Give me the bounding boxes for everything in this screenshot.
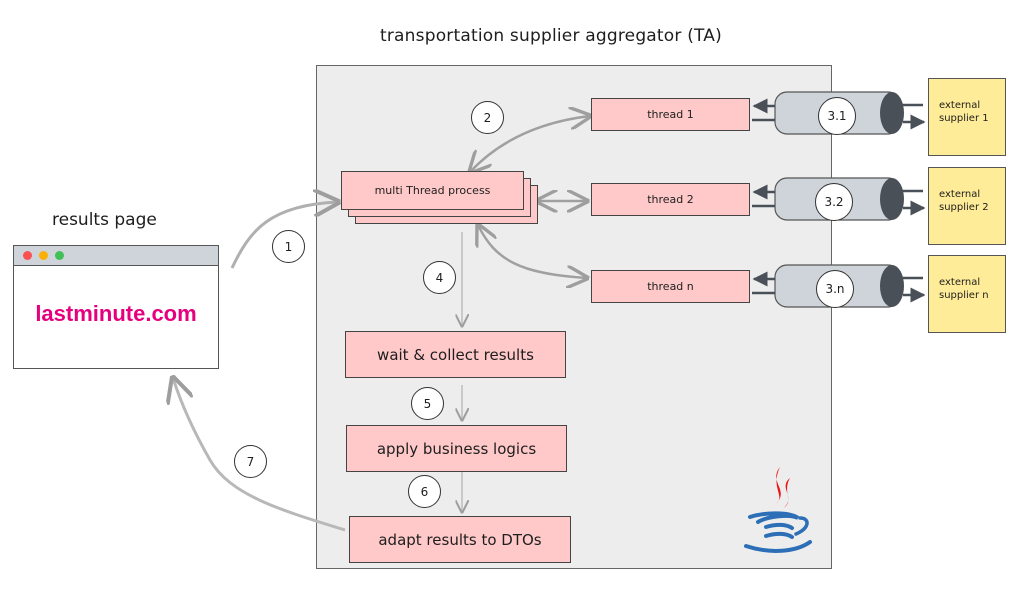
external-supplier-1: external supplier 1 <box>928 78 1006 156</box>
browser-window: lastminute.com <box>13 245 219 369</box>
diagram-title: transportation supplier aggregator (TA) <box>380 26 722 46</box>
external-supplier-2: external supplier 2 <box>928 167 1006 245</box>
browser-title-bar <box>14 246 218 266</box>
arrow-step-1 <box>230 202 338 269</box>
thread-box-n: thread n <box>591 270 750 303</box>
marker-step-2: 2 <box>471 101 504 134</box>
brand-logo-text: lastminute.com <box>35 301 197 326</box>
minimize-dot-icon <box>39 251 48 260</box>
marker-step-1: 1 <box>272 230 305 263</box>
marker-step-4: 4 <box>423 261 456 294</box>
supplier-line1: external <box>939 100 981 111</box>
ta-container <box>316 65 832 569</box>
results-page-label: results page <box>52 210 157 230</box>
supplier-line1: external <box>939 189 981 200</box>
java-logo-icon <box>744 467 812 553</box>
marker-3-2: 3.2 <box>815 183 853 221</box>
supplier-line2: supplier n <box>939 290 989 301</box>
arrow-thread-1 <box>470 116 590 172</box>
thread-box-2: thread 2 <box>591 183 750 216</box>
multi-thread-process-box: multi Thread process <box>341 171 524 210</box>
thread-box-1: thread 1 <box>591 98 750 131</box>
wait-collect-box: wait & collect results <box>345 331 566 378</box>
external-supplier-n: external supplier n <box>928 255 1006 333</box>
arrow-thread-n <box>478 225 587 278</box>
marker-3-1: 3.1 <box>818 97 856 135</box>
maximize-dot-icon <box>55 251 64 260</box>
business-logic-box: apply business logics <box>346 425 567 472</box>
marker-step-6: 6 <box>408 475 441 508</box>
close-dot-icon <box>23 251 32 260</box>
marker-3-n: 3.n <box>816 270 854 308</box>
marker-step-5: 5 <box>411 387 444 420</box>
adapt-dto-box: adapt results to DTOs <box>349 516 571 563</box>
supplier-line2: supplier 1 <box>939 113 989 124</box>
supplier-line1: external <box>939 277 981 288</box>
arrow-step-7 <box>173 378 346 532</box>
marker-step-7: 7 <box>234 445 267 478</box>
supplier-line2: supplier 2 <box>939 202 989 213</box>
